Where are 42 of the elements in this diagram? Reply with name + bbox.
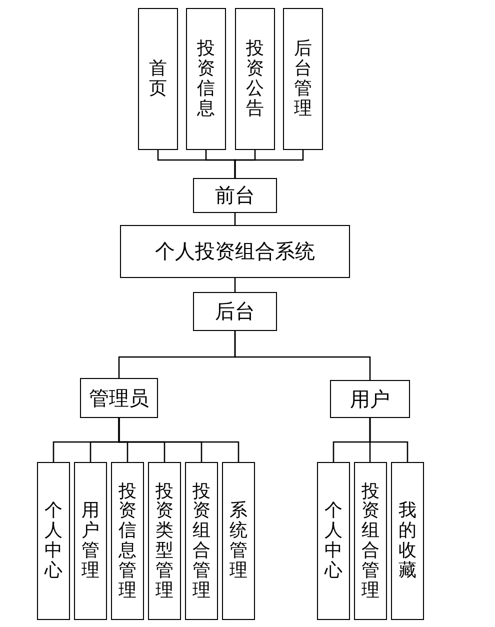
node-label: 投资信息 — [197, 39, 215, 119]
node-label: 用户 — [350, 386, 390, 412]
process-box — [138, 8, 178, 150]
process-box — [330, 380, 410, 418]
node-label: 个人投资组合系统 — [155, 238, 315, 265]
process-box — [235, 8, 275, 150]
process-box — [354, 462, 387, 620]
process-box — [283, 8, 323, 150]
node-label: 后台管理 — [294, 39, 312, 119]
connector-line — [234, 331, 371, 380]
process-box — [111, 462, 144, 620]
process-box — [37, 462, 70, 620]
node-label: 个人中心 — [324, 501, 342, 581]
process-box — [120, 225, 350, 278]
node-label: 后台 — [215, 298, 255, 325]
connector-line — [234, 150, 304, 178]
process-box — [80, 378, 158, 418]
node-label: 投资信息管理 — [118, 482, 136, 600]
node-label: 系统管理 — [230, 501, 248, 581]
process-box — [186, 8, 226, 150]
process-box — [391, 462, 424, 620]
process-box — [193, 292, 277, 331]
process-box — [74, 462, 107, 620]
connector-line — [118, 418, 240, 462]
node-label: 用户管理 — [82, 501, 100, 581]
node-label: 投资类型管理 — [156, 482, 174, 600]
process-box — [317, 462, 350, 620]
node-label: 个人中心 — [44, 501, 62, 581]
process-box — [148, 462, 181, 620]
connector-line — [234, 278, 236, 292]
process-box — [185, 462, 218, 620]
connector-line — [234, 213, 236, 225]
process-box — [193, 178, 277, 213]
node-label: 投资公告 — [246, 39, 264, 119]
node-label: 投资组合管理 — [362, 482, 380, 600]
connector-line — [369, 418, 408, 462]
node-label: 前台 — [215, 182, 255, 209]
process-box — [222, 462, 255, 620]
node-label: 我的收藏 — [398, 501, 416, 581]
node-label: 管理员 — [89, 384, 149, 412]
node-label: 首页 — [149, 59, 167, 99]
node-label: 投资组合管理 — [192, 482, 210, 600]
